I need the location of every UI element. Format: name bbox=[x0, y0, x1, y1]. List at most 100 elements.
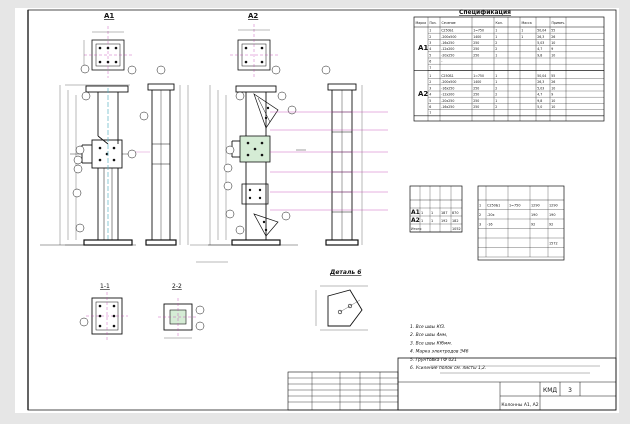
spec-cell: 1 bbox=[429, 29, 431, 33]
title-stage: КМД bbox=[543, 387, 557, 394]
spec-header-cell: Примеч. bbox=[552, 21, 566, 25]
spec-cell: 1400 bbox=[473, 35, 481, 39]
spec-cell: 5,03 bbox=[537, 86, 544, 90]
view-a2-top: А2 bbox=[230, 12, 281, 78]
view-a1-title: А1 bbox=[104, 12, 114, 20]
summary-cell: 182 bbox=[452, 219, 458, 223]
spec-cell: 10 bbox=[551, 53, 555, 57]
detail-6-title: Деталь 6 bbox=[329, 269, 361, 276]
view-a1-side bbox=[145, 65, 230, 263]
steel-cell: 2 bbox=[479, 213, 481, 217]
spec-cell: 1 bbox=[429, 74, 431, 78]
spec-header-cell: Сечение bbox=[442, 21, 456, 25]
spec-cell: -16х250 bbox=[441, 41, 454, 45]
summary-cell: 1 bbox=[431, 219, 433, 223]
detail-6: Деталь 6 bbox=[315, 269, 368, 331]
spec-cell: 10 bbox=[551, 41, 555, 45]
spec-cell: 5 bbox=[429, 99, 431, 103]
spec-cell: -12х200 bbox=[441, 47, 454, 51]
spec-cell: С250Б1 bbox=[441, 29, 454, 33]
spec-cell: -20х250 bbox=[441, 99, 454, 103]
spec-cell: 250 bbox=[473, 41, 479, 45]
title-block: КМД 3 Колонны А1, А2 bbox=[287, 357, 617, 411]
title-sheet-name: Колонны А1, А2 bbox=[501, 402, 538, 408]
summary-cell: А2 bbox=[411, 217, 420, 224]
spec-cell: 5,0 bbox=[537, 105, 542, 109]
summary-cell: 1 bbox=[421, 211, 423, 215]
spec-cell: 1 bbox=[521, 29, 523, 33]
spec-cell: 3 bbox=[429, 86, 431, 90]
spec-cell: 9,8 bbox=[537, 99, 542, 103]
spec-cell: 250 bbox=[473, 105, 479, 109]
spec-header-cell: Поз. bbox=[430, 21, 437, 25]
spec-cell: -16х250 bbox=[441, 86, 454, 90]
title-sheet-number: 3 bbox=[568, 387, 572, 394]
spec-header-cell: Марка bbox=[416, 21, 427, 25]
spec-cell: 10 bbox=[551, 99, 555, 103]
spec-cell: 1=750 bbox=[473, 29, 484, 33]
steel-cell: 92 bbox=[531, 223, 535, 227]
spec-cell: 7 bbox=[429, 66, 431, 70]
steel-cell: 1572 bbox=[549, 242, 558, 246]
spec-cell: 6 bbox=[429, 105, 431, 109]
note-line: 1. Все швы Кf3. bbox=[410, 324, 445, 330]
summary-cell: 1 bbox=[421, 219, 423, 223]
spec-cell: -200х500 bbox=[441, 80, 456, 84]
spec-cell: 2 bbox=[429, 80, 431, 84]
spec-cell: 1 bbox=[495, 35, 497, 39]
spec-cell: 1 bbox=[495, 80, 497, 84]
paper bbox=[15, 8, 619, 413]
spec-header-cell: Масса bbox=[522, 21, 532, 25]
spec-cell: 7 bbox=[429, 111, 431, 115]
steel-cell: -16 bbox=[487, 223, 493, 227]
view-a2-side bbox=[270, 65, 388, 246]
spec-cell: 10 bbox=[551, 105, 555, 109]
summary-cell: 870 bbox=[452, 211, 458, 215]
spec-cell: 26 bbox=[551, 35, 555, 39]
spec-cell: 2 bbox=[495, 41, 497, 45]
steel-cell: 1=750 bbox=[509, 204, 520, 208]
section-2-2: 2-2 bbox=[158, 283, 205, 339]
spec-cell: -200х500 bbox=[441, 35, 456, 39]
spec-cell: 250 bbox=[473, 99, 479, 103]
spec-cell: 55 bbox=[551, 74, 555, 78]
spec-cell: 5,03 bbox=[537, 41, 544, 45]
summary-cell: 1 bbox=[431, 211, 433, 215]
steel-cell: 92 bbox=[549, 223, 553, 227]
spec-cell: 9 bbox=[551, 47, 553, 51]
spec-cell: 26,3 bbox=[537, 35, 544, 39]
spec-header-cell: Кол. bbox=[496, 21, 503, 25]
view-a1-front bbox=[40, 84, 150, 246]
spec-cell: 26,3 bbox=[537, 80, 544, 84]
spec-cell: 2 bbox=[495, 105, 497, 109]
spec-cell: 1=750 bbox=[473, 74, 484, 78]
summary-cell: 187 bbox=[441, 211, 447, 215]
spec-group-a1: А1 bbox=[418, 44, 428, 52]
steel-cell: 3 bbox=[479, 223, 481, 227]
spec-cell: 5 bbox=[429, 53, 431, 57]
note-line: 6. Усиление полок см. листы 1,2. bbox=[410, 365, 486, 371]
spec-cell: -12х200 bbox=[441, 93, 454, 97]
spec-cell: 250 bbox=[473, 93, 479, 97]
spec-cell: 50,04 bbox=[537, 29, 546, 33]
spec-title: Спецификация bbox=[459, 9, 511, 16]
spec-cell: 1 bbox=[495, 99, 497, 103]
spec-cell: 26 bbox=[551, 80, 555, 84]
spec-cell: 4 bbox=[429, 47, 431, 51]
spec-cell: 250 bbox=[473, 86, 479, 90]
view-a1-top: А1 bbox=[80, 12, 137, 78]
steel-cell: -20х bbox=[487, 213, 495, 217]
summary-cell: 1052 bbox=[452, 227, 461, 231]
note-line: 5. Грунтовка ГФ 021 bbox=[410, 357, 457, 363]
spec-cell: 9,8 bbox=[537, 53, 542, 57]
spec-cell: 1 bbox=[495, 53, 497, 57]
spec-cell: 2 bbox=[429, 35, 431, 39]
spec-cell: 3 bbox=[429, 41, 431, 45]
spec-cell: 55 bbox=[551, 29, 555, 33]
spec-cell: 1 bbox=[495, 74, 497, 78]
